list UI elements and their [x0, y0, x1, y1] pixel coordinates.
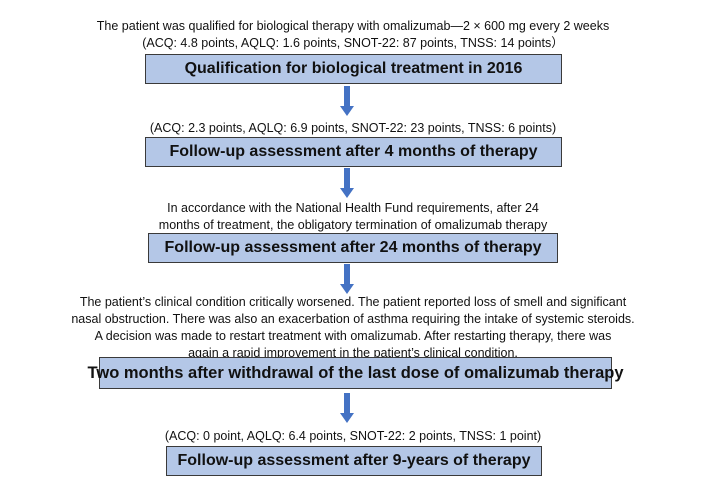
- step-2-note: (ACQ: 2.3 points, AQLQ: 6.9 points, SNOT…: [0, 120, 706, 137]
- step-3-box: Follow-up assessment after 24 months of …: [148, 233, 558, 263]
- down-arrow-icon: [340, 393, 354, 423]
- step-1-note-line-1: The patient was qualified for biological…: [96, 19, 610, 33]
- step-4-box: Two months after withdrawal of the last …: [88, 357, 624, 389]
- down-arrow-icon: [340, 264, 354, 294]
- step-1-note: The patient was qualified for biological…: [0, 18, 706, 52]
- step-3-note-line-1: In accordance with the National Health F…: [167, 201, 539, 215]
- step-2-note-line-1: (ACQ: 2.3 points, AQLQ: 6.9 points, SNOT…: [149, 121, 557, 135]
- step-4-note-line-1: The patient’s clinical condition critica…: [79, 295, 627, 309]
- step-1-note-line-2: (ACQ: 4.8 points, AQLQ: 1.6 points, SNOT…: [142, 36, 564, 50]
- down-arrow-icon: [340, 86, 354, 116]
- down-arrow-icon: [340, 168, 354, 198]
- step-2-box: Follow-up assessment after 4 months of t…: [145, 137, 562, 167]
- step-3-note: In accordance with the National Health F…: [0, 200, 706, 234]
- step-3-note-line-2: months of treatment, the obligatory term…: [158, 218, 548, 232]
- step-1-box: Qualification for biological treatment i…: [145, 54, 562, 84]
- step-4-note-line-3: A decision was made to restart treatment…: [94, 329, 612, 343]
- step-4-note: The patient’s clinical condition critica…: [0, 294, 706, 362]
- step-5-note: (ACQ: 0 point, AQLQ: 6.4 points, SNOT-22…: [0, 428, 706, 445]
- step-4-note-line-4: again a rapid improvement in the patient…: [188, 346, 518, 360]
- step-5-box: Follow-up assessment after 9-years of th…: [166, 446, 542, 476]
- step-4-note-line-2: nasal obstruction. There was also an exa…: [71, 312, 635, 326]
- step-5-note-line-1: (ACQ: 0 point, AQLQ: 6.4 points, SNOT-22…: [164, 429, 542, 443]
